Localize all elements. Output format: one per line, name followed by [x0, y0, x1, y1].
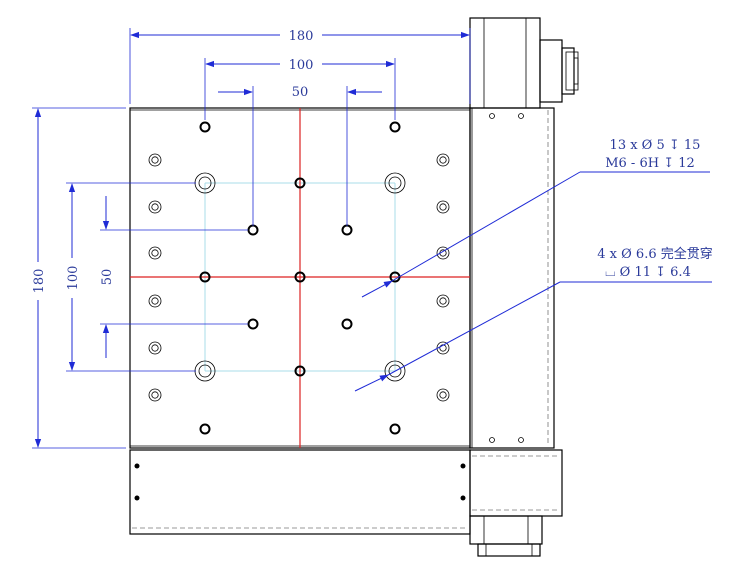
- side-rail: [469, 107, 555, 449]
- threaded-hole: [294, 365, 306, 377]
- callout-through-holes: 4 x Ø 6.6 完全贯穿 ⌴ Ø 11 ↧ 6.4: [354, 246, 713, 392]
- dim-label-top-overall: 180: [289, 29, 314, 44]
- counterbore-hole: [384, 360, 406, 382]
- dimension-left-hole-span: 100: [66, 182, 196, 372]
- callout-threaded-line1: 13 x Ø 5 ↧ 15: [610, 138, 701, 153]
- threaded-hole: [341, 224, 353, 236]
- dimension-left-center-span: 50: [100, 196, 248, 358]
- mount-hole: [148, 388, 162, 402]
- dim-label-top-hole-span: 100: [289, 58, 314, 73]
- callout-threaded-line2: M6 - 6H ↧ 12: [605, 156, 695, 171]
- dimension-top-center-span: 50: [218, 85, 382, 226]
- base-block: [129, 449, 563, 557]
- dimension-left-overall: 180: [32, 107, 126, 449]
- threaded-hole: [294, 271, 306, 283]
- dim-label-left-hole-span: 100: [66, 266, 81, 291]
- threaded-hole: [199, 423, 211, 435]
- dimension-top-overall: 180: [129, 28, 471, 104]
- dim-label-left-center-span: 50: [100, 269, 115, 286]
- callout-through-line2: ⌴ Ø 11 ↧ 6.4: [605, 265, 691, 280]
- holes: [148, 121, 450, 435]
- mount-hole: [436, 153, 450, 167]
- counterbore-hole: [384, 172, 406, 194]
- center-lines: [130, 108, 470, 448]
- mount-hole: [148, 153, 162, 167]
- mount-hole: [436, 200, 450, 214]
- callout-threaded-holes: 13 x Ø 5 ↧ 15 M6 - 6H ↧ 12: [361, 138, 710, 298]
- threaded-hole: [199, 271, 211, 283]
- dim-label-top-center-span: 50: [292, 85, 309, 100]
- mount-hole: [148, 200, 162, 214]
- mount-hole: [436, 294, 450, 308]
- threaded-hole: [199, 121, 211, 133]
- threaded-hole: [389, 423, 401, 435]
- mount-hole: [148, 341, 162, 355]
- mount-hole: [148, 294, 162, 308]
- threaded-hole: [247, 318, 259, 330]
- threaded-hole: [294, 177, 306, 189]
- mount-hole: [148, 246, 162, 260]
- mount-hole: [436, 388, 450, 402]
- threaded-hole: [389, 121, 401, 133]
- motor-housing-top: [469, 17, 579, 109]
- dim-label-left-overall: 180: [32, 269, 47, 294]
- dimension-top-hole-span: 100: [204, 58, 396, 120]
- threaded-hole: [341, 318, 353, 330]
- callout-through-line1: 4 x Ø 6.6 完全贯穿: [597, 246, 712, 262]
- threaded-hole: [247, 224, 259, 236]
